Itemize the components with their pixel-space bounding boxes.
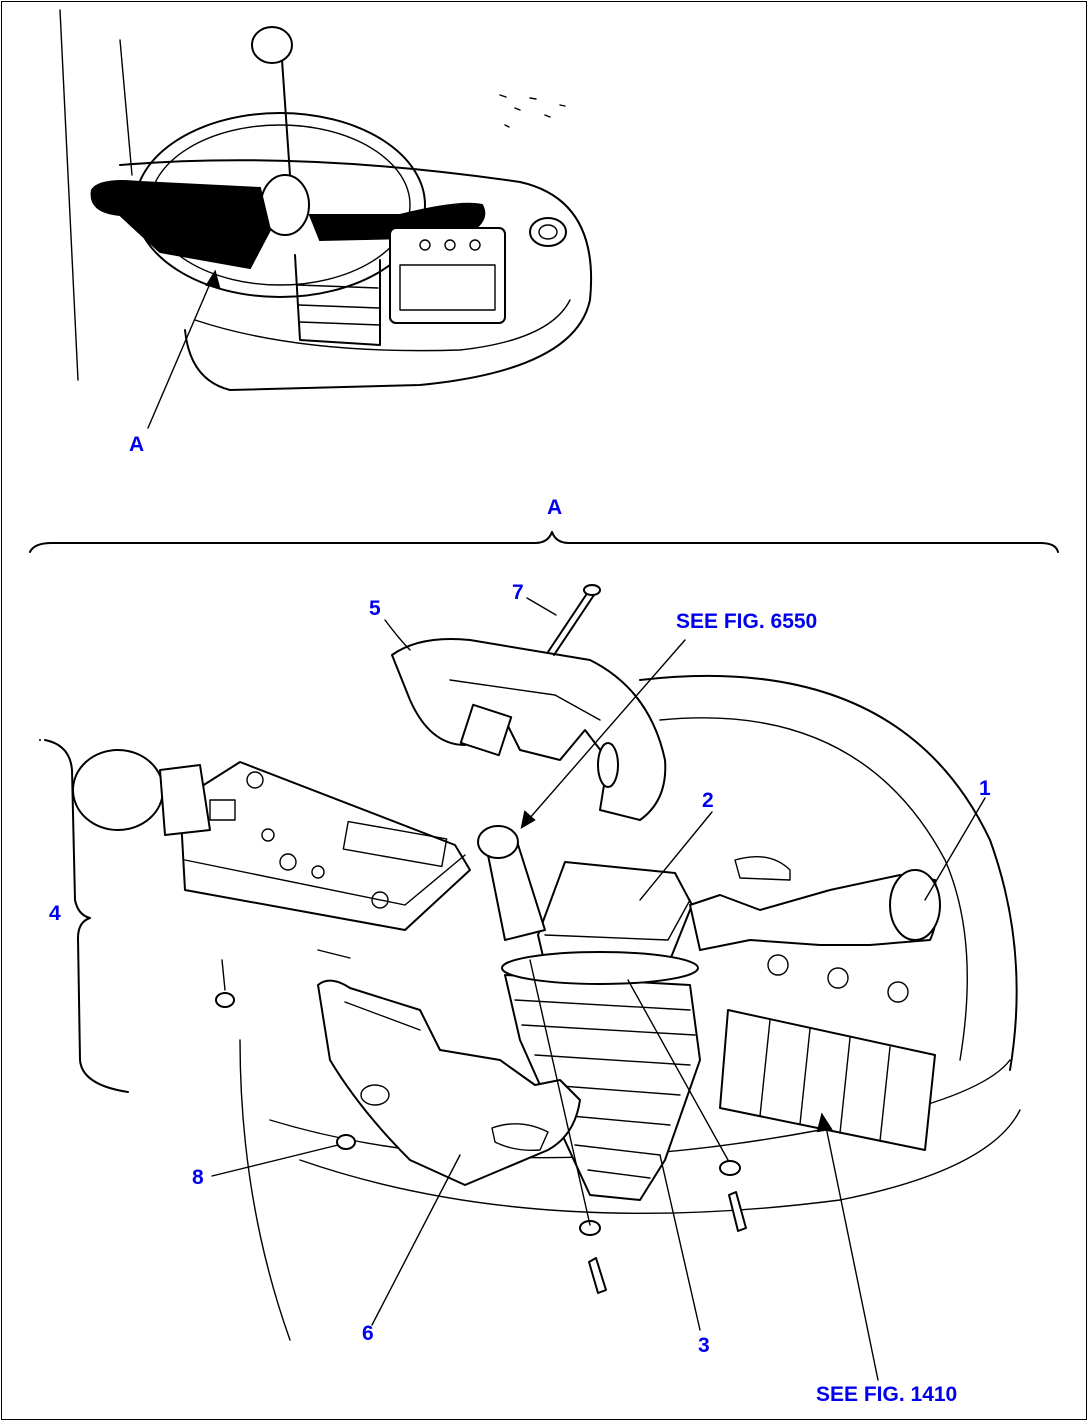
switch-end-knob [72, 749, 164, 831]
shroud-tab [459, 703, 513, 757]
shroud-hole [360, 1084, 390, 1106]
bellows-top-ring [501, 951, 699, 985]
switch-housing-part-2 [537, 861, 693, 966]
washer [579, 1220, 601, 1236]
lower-shroud-part-6 [317, 979, 581, 1186]
switch-collar [159, 764, 211, 836]
screw [221, 959, 226, 991]
steering-knob [251, 26, 293, 64]
callout-item-1: 1 [979, 777, 991, 800]
rocker-switch-panel [719, 1009, 936, 1151]
long-screw-head [583, 584, 601, 596]
shroud-rib [344, 1001, 421, 1031]
exploded-detail-illustration [39, 584, 1021, 1381]
screw-axis-line [529, 959, 591, 1226]
leader-arrowhead [520, 810, 536, 829]
switch-button [246, 771, 264, 789]
callout-item-3: 3 [698, 1334, 710, 1357]
callout-item-2: 2 [702, 789, 714, 812]
switch-body-edge [184, 854, 466, 906]
highlighted-left-switch [90, 180, 272, 270]
upper-shroud-part-5 [391, 638, 667, 821]
indicator-light [419, 239, 431, 251]
screw [588, 1257, 607, 1294]
callout-item-8: 8 [192, 1166, 204, 1189]
part-4-bracket [44, 739, 129, 1093]
panel-button [887, 981, 909, 1003]
panel-button [767, 954, 789, 976]
dashboard-arc-inner [659, 717, 968, 1061]
callout-detail-a-header: A [547, 496, 563, 519]
housing-edge [544, 899, 691, 941]
leader-1 [924, 797, 986, 901]
switch-button [371, 891, 389, 909]
shroud-slot [491, 1123, 549, 1152]
indicator-light [469, 239, 481, 251]
long-screw-shank [553, 594, 595, 656]
screw [728, 1191, 747, 1232]
instrument-panel [389, 227, 506, 324]
screw [317, 949, 351, 959]
overview-steering-illustration [59, 9, 593, 429]
leader-see-fig-1410 [824, 1121, 879, 1381]
console-edge-left [239, 1039, 291, 1341]
screw-axis-line [627, 979, 729, 1161]
leader-5 [384, 619, 411, 651]
dashboard-knob-center [538, 224, 558, 240]
console-lower-edge [269, 1059, 1011, 1159]
nut [215, 992, 235, 1008]
indicator-light [444, 239, 456, 251]
bellows-part-3 [504, 974, 701, 1201]
leader-2 [639, 811, 713, 901]
console-lower-edge-2 [299, 1109, 1021, 1215]
joystick-cap [477, 825, 519, 859]
callout-see-fig-1410: SEE FIG. 1410 [816, 1383, 958, 1406]
nut-part-8 [336, 1134, 356, 1150]
steering-spoke [281, 59, 291, 176]
callout-see-fig-6550: SEE FIG. 6550 [676, 610, 818, 633]
shroud-post [597, 742, 619, 788]
bellows-folds [514, 999, 696, 1179]
dashboard-arc [639, 674, 1018, 1071]
leader-see-fig-6550 [521, 639, 686, 828]
dashboard-edge [194, 299, 571, 352]
leader-8 [211, 1144, 339, 1177]
windshield-texture [499, 94, 566, 128]
shroud-inner-edge [449, 679, 601, 721]
switch-button [261, 828, 275, 842]
lever-knob [889, 869, 941, 941]
leader-arrowhead [205, 269, 221, 289]
cab-pillar-line [59, 9, 79, 381]
dashboard-knob [529, 217, 567, 247]
leader-7 [526, 597, 557, 616]
rocker-switch-dividers [759, 1019, 891, 1142]
leader-arrowhead [816, 1112, 833, 1133]
washer [719, 1160, 741, 1176]
leader-3 [659, 1154, 701, 1331]
column-boot [294, 254, 381, 346]
switch-display [342, 820, 448, 868]
boot-folds [297, 284, 381, 326]
switch-button [209, 799, 236, 821]
switch-button [279, 853, 297, 871]
leader-6 [371, 1154, 461, 1326]
switch-button [311, 865, 325, 879]
cab-pillar-line [119, 39, 133, 176]
panel-button [827, 967, 849, 989]
callout-item-4: 4 [49, 902, 61, 925]
detail-a-bracket [29, 531, 1059, 553]
callout-item-5: 5 [369, 597, 381, 620]
dashboard-outline [119, 159, 593, 391]
callout-item-6: 6 [362, 1322, 374, 1345]
callout-detail-a-overview: A [129, 433, 145, 456]
lever-mount [734, 856, 791, 881]
multifunction-switch-part-4 [179, 761, 471, 931]
long-screw-part-7 [547, 591, 589, 653]
callout-item-7: 7 [512, 581, 524, 604]
leader-line-a [147, 271, 216, 429]
digital-display [399, 264, 496, 311]
